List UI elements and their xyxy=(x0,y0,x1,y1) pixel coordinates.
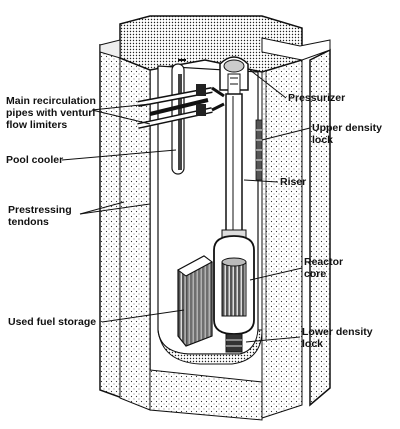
pressurizer xyxy=(219,56,249,95)
vessel-base xyxy=(149,369,263,421)
upper-density-lock xyxy=(255,119,263,181)
vessel-front-right-wall xyxy=(261,59,303,419)
label-used-fuel-storage: Used fuel storage xyxy=(8,316,96,328)
label-pressurizer: Pressurizer xyxy=(288,92,345,104)
concrete-vessel xyxy=(99,15,331,421)
label-main-recirculation: Main recirculation pipes with venturi fl… xyxy=(6,95,99,131)
vessel-front-left-wall xyxy=(119,57,151,411)
label-upper-density-lock: Upper density lock xyxy=(312,122,385,146)
recirculation-pipes xyxy=(137,84,225,129)
label-reactor-core: Reactor core xyxy=(304,256,346,280)
vessel-top-ledge xyxy=(261,37,331,61)
vessel-right-face xyxy=(309,48,331,407)
label-riser: Riser xyxy=(280,176,306,188)
core-fuel-bundle xyxy=(221,261,247,317)
label-lower-density-lock: Lower density lock xyxy=(302,326,376,350)
vessel-top-left-step xyxy=(99,39,121,59)
venturi-flow-limiter-1 xyxy=(196,84,206,96)
reactor-core xyxy=(213,235,255,335)
leader-lines xyxy=(61,69,311,343)
used-fuel-storage xyxy=(177,255,213,347)
venturi-flow-limiter-2 xyxy=(196,104,206,116)
riser xyxy=(221,93,247,241)
label-prestressing-tendons: Prestressing tendons xyxy=(8,204,75,228)
label-pool-cooler: Pool cooler xyxy=(6,154,63,166)
lower-density-lock xyxy=(225,333,243,353)
vessel-top-cap xyxy=(119,15,303,73)
